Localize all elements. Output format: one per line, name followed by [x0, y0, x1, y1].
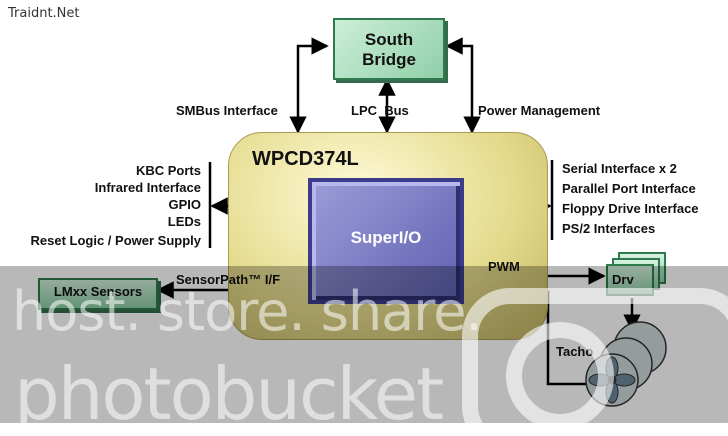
south-bridge-block: South Bridge — [333, 18, 445, 80]
left-function-item: Reset Logic / Power Supply — [30, 233, 201, 248]
lmxx-sensors-label: LMxx Sensors — [53, 284, 143, 299]
left-function-item: LEDs — [167, 214, 201, 229]
right-function-item: PS/2 Interfaces — [562, 221, 656, 236]
power-label: Power Management — [478, 103, 601, 118]
left-function-item: GPIO — [168, 197, 201, 212]
pwm-label: PWM — [488, 259, 520, 274]
right-function-item: Parallel Port Interface — [562, 181, 696, 196]
chip-name: WPCD374L — [252, 148, 359, 170]
block-diagram: Traidnt.Net South Bridge SMBus Interfac — [0, 6, 728, 423]
south-bridge-label-line1: South — [364, 30, 414, 49]
driver-stack — [606, 252, 666, 298]
watermark-text-line2: photobucket — [14, 352, 444, 436]
right-function-item: Serial Interface x 2 — [562, 161, 677, 176]
lpc-label: LPC Bus — [351, 103, 409, 118]
left-function-item: KBC Ports — [135, 163, 201, 178]
south-bridge-label-line2: Bridge — [362, 50, 416, 69]
watermark-text-line1: host. store. share. — [12, 280, 483, 343]
superio-label: SuperI/O — [350, 228, 422, 247]
sensorpath-label: SensorPath™ I/F — [176, 272, 281, 287]
driver-label: Drv — [612, 272, 634, 287]
left-function-item: Infrared Interface — [94, 180, 201, 195]
smbus-label: SMBus Interface — [176, 103, 278, 118]
lmxx-sensors-block — [38, 278, 158, 310]
right-function-item: Floppy Drive Interface — [562, 201, 699, 216]
fan-icon — [585, 321, 667, 407]
power-connector — [445, 37, 481, 134]
site-watermark: Traidnt.Net — [8, 6, 80, 21]
superio-block — [308, 178, 464, 304]
smbus-connector — [289, 37, 329, 134]
